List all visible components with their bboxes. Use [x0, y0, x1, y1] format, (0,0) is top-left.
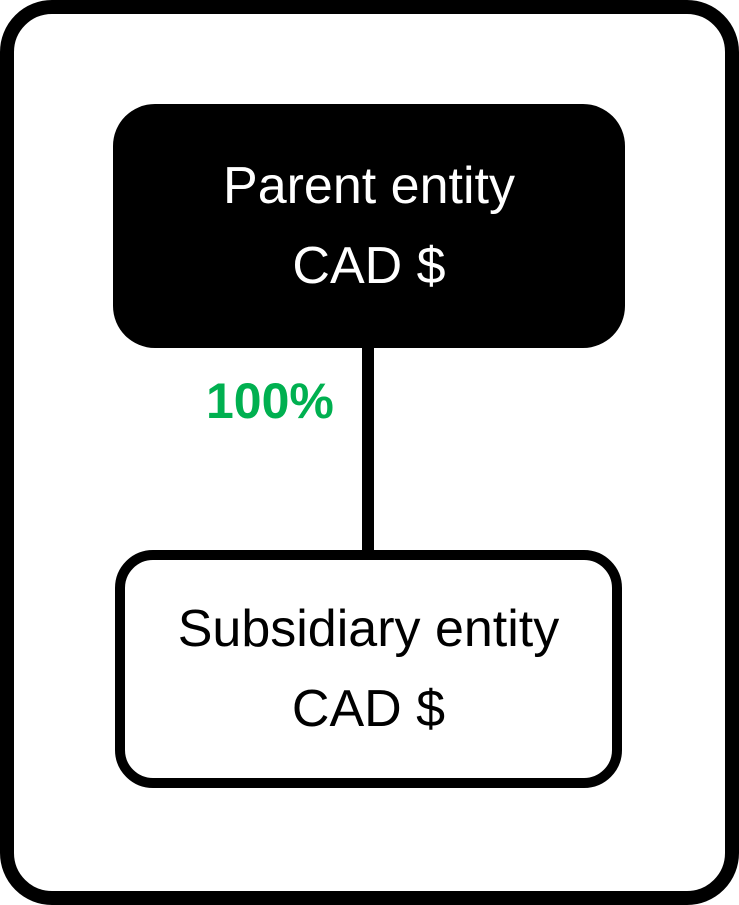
node-parent-entity: Parent entity CAD $ — [113, 104, 625, 348]
subsidiary-entity-currency: CAD $ — [291, 680, 446, 738]
parent-entity-currency: CAD $ — [292, 237, 446, 295]
ownership-connector-line — [362, 346, 374, 552]
ownership-percentage-label: 100% — [206, 373, 334, 429]
node-subsidiary-entity: Subsidiary entity CAD $ — [115, 550, 622, 788]
parent-entity-label: Parent entity — [223, 157, 515, 215]
subsidiary-entity-label: Subsidiary entity — [177, 600, 560, 658]
